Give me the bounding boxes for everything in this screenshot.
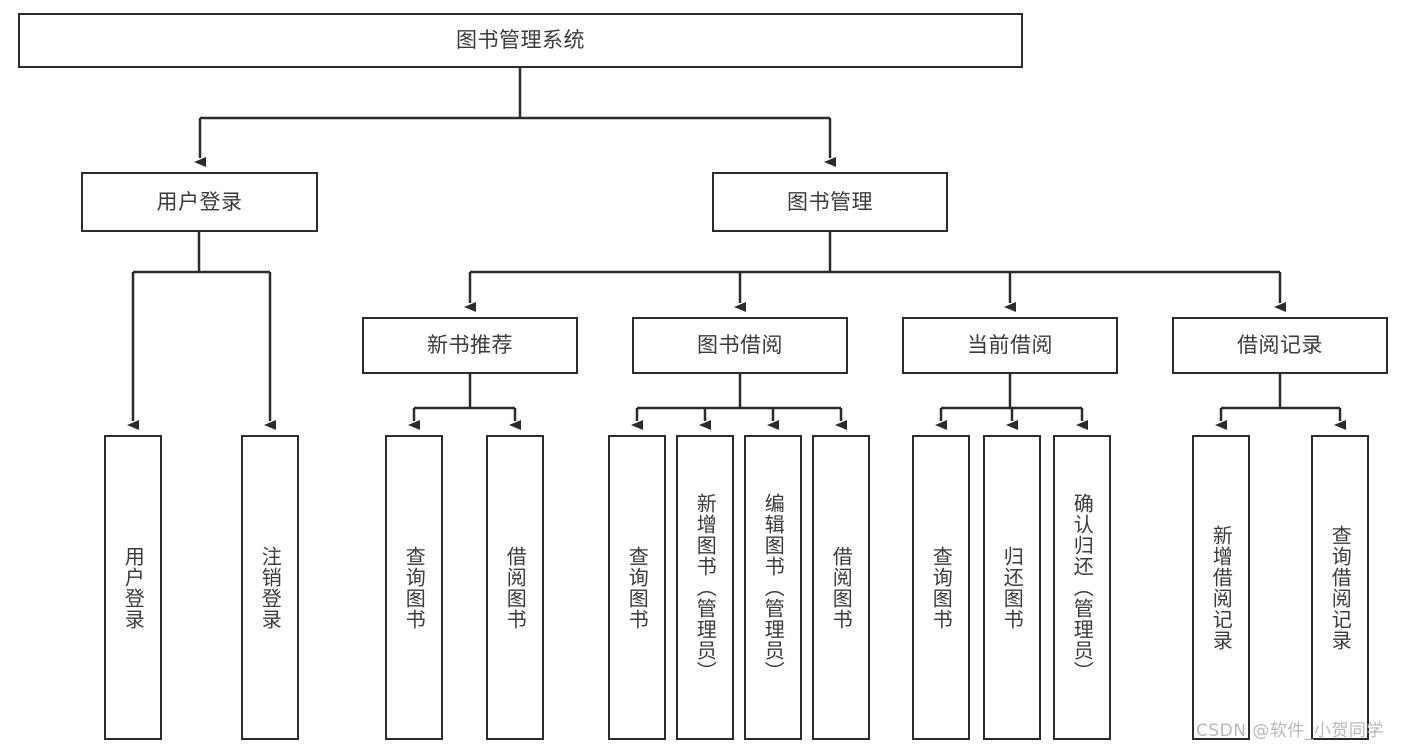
node-current-borrow-label: 当前借阅 — [967, 333, 1053, 358]
node-root-label: 图书管理系统 — [456, 28, 585, 53]
node-user-login[interactable]: 用户登录 — [81, 172, 318, 232]
watermark-text: CSDN @软件_小贺同学 — [1196, 721, 1384, 741]
leaf-user-login[interactable]: 用户登录 — [104, 435, 162, 740]
leaf-query-book-current[interactable]: 查询图书 — [912, 435, 970, 740]
leaf-return-book-label: 归还图书 — [1000, 545, 1025, 630]
leaf-borrow-book-recommend[interactable]: 借阅图书 — [486, 435, 544, 740]
leaf-add-borrow-record[interactable]: 新增借阅记录 — [1192, 435, 1250, 740]
node-user-login-label: 用户登录 — [156, 189, 243, 214]
node-current-borrow[interactable]: 当前借阅 — [902, 317, 1118, 374]
leaf-edit-book-admin[interactable]: 编辑图书（管理员） — [744, 435, 802, 740]
node-new-book-recommend-label: 新书推荐 — [427, 333, 513, 358]
leaf-borrow-book-recommend-label: 借阅图书 — [503, 545, 528, 630]
leaf-edit-book-admin-label: 编辑图书（管理员） — [761, 493, 786, 682]
leaf-add-book-admin[interactable]: 新增图书（管理员） — [676, 435, 734, 740]
leaf-query-book-recommend[interactable]: 查询图书 — [385, 435, 443, 740]
leaf-query-book-borrow-label: 查询图书 — [625, 545, 650, 630]
node-book-management-label: 图书管理 — [787, 189, 873, 214]
leaf-query-borrow-record-label: 查询借阅记录 — [1328, 524, 1353, 651]
leaf-add-book-admin-label: 新增图书（管理员） — [693, 493, 718, 682]
leaf-logout[interactable]: 注销登录 — [241, 435, 299, 740]
node-new-book-recommend[interactable]: 新书推荐 — [362, 317, 578, 374]
leaf-query-book-borrow[interactable]: 查询图书 — [608, 435, 666, 740]
node-book-borrow[interactable]: 图书借阅 — [632, 317, 848, 374]
leaf-confirm-return-admin-label: 确认归还（管理员） — [1070, 493, 1095, 682]
leaf-borrow-book-label: 借阅图书 — [829, 545, 854, 630]
leaf-borrow-book[interactable]: 借阅图书 — [812, 435, 870, 740]
leaf-user-login-label: 用户登录 — [121, 545, 146, 630]
node-root[interactable]: 图书管理系统 — [18, 13, 1023, 68]
node-book-management[interactable]: 图书管理 — [712, 172, 948, 232]
node-book-borrow-label: 图书借阅 — [697, 333, 783, 358]
leaf-return-book[interactable]: 归还图书 — [983, 435, 1041, 740]
leaf-query-borrow-record[interactable]: 查询借阅记录 — [1311, 435, 1369, 740]
node-borrow-records[interactable]: 借阅记录 — [1172, 317, 1388, 374]
leaf-add-borrow-record-label: 新增借阅记录 — [1209, 524, 1234, 651]
leaf-query-book-current-label: 查询图书 — [929, 545, 954, 630]
leaf-confirm-return-admin[interactable]: 确认归还（管理员） — [1053, 435, 1111, 740]
leaf-query-book-recommend-label: 查询图书 — [402, 545, 427, 630]
leaf-logout-label: 注销登录 — [258, 545, 283, 630]
node-borrow-records-label: 借阅记录 — [1237, 333, 1323, 358]
